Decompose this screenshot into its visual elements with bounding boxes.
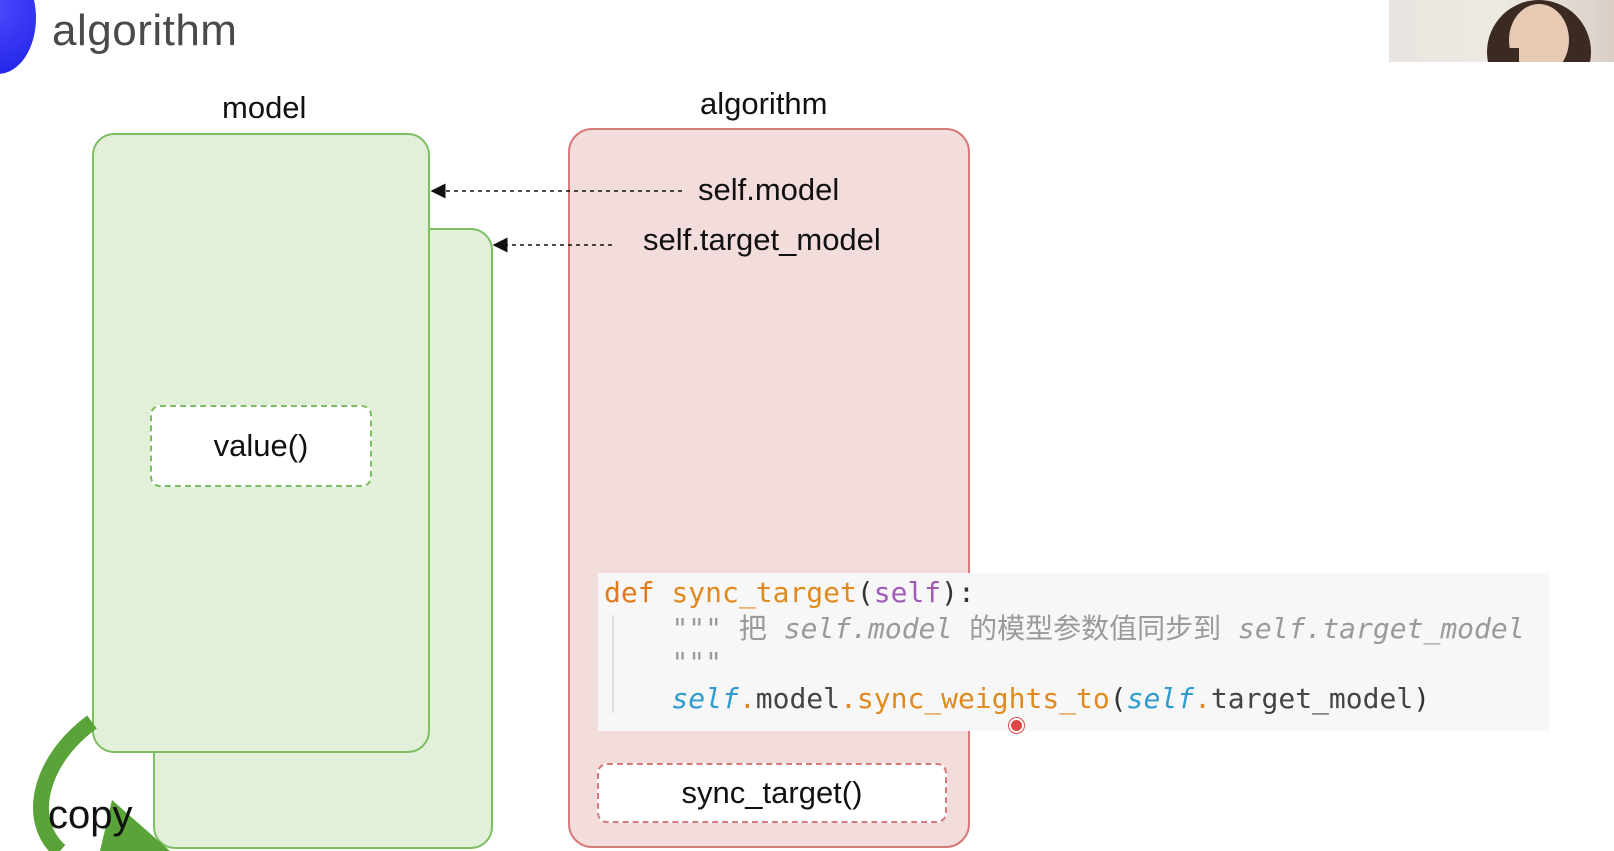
code-snippet: def sync_target(self): """ 把 self.model … [598,573,1550,731]
indent-guide [612,615,614,713]
webcam-preview [1389,0,1614,62]
code-line-2: """ 把 self.model 的模型参数值同步到 self.target_m… [671,612,1525,645]
self-model-label: self.model [698,172,840,207]
webcam-person-image [1487,0,1591,62]
algorithm-label: algorithm [700,86,828,121]
copy-label: copy [48,793,133,837]
sync-target-method-label: sync_target() [681,775,863,810]
pointer-cursor-dot [1009,718,1024,733]
value-method-box: value() [150,405,372,487]
value-method-label: value() [213,428,309,463]
slide-title: algorithm [52,6,238,55]
code-line-1: def sync_target(self): [604,576,975,609]
slide-accent-shape [0,0,36,74]
code-line-4: self.model.sync_weights_to(self.target_m… [671,682,1431,715]
code-line-3: """ [671,646,723,679]
model-label: model [222,90,307,125]
self-target-model-label: self.target_model [643,222,881,257]
sync-target-method-box: sync_target() [597,763,947,823]
